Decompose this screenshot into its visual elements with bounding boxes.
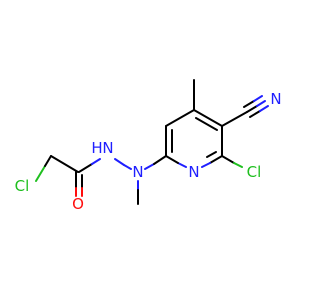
atom-nh-n: N xyxy=(102,139,113,157)
atom-n-ring: N xyxy=(188,163,199,181)
structure-svg: Cl O H N N N Cl N xyxy=(15,79,282,213)
bond-ch2-co xyxy=(50,155,79,173)
atom-labels: Cl O H N N N Cl N xyxy=(15,90,282,213)
bond-nitrile-1b xyxy=(256,100,266,107)
bond-nitrile-3 xyxy=(249,110,261,118)
bond-cl-ch2-b xyxy=(44,155,52,167)
ring-bond-c2-n1-inner xyxy=(206,151,217,158)
bond-c3-cn xyxy=(221,111,248,127)
atom-cl-left: Cl xyxy=(15,177,30,195)
ring-bond-c2-n1-b xyxy=(201,162,211,168)
bond-c2-cl xyxy=(221,155,235,164)
atom-n-methyl: N xyxy=(132,163,143,181)
bond-n-ring xyxy=(144,163,155,170)
bond-nitrile-2b xyxy=(253,95,263,102)
atom-cl-ring: Cl xyxy=(247,163,262,181)
ring-bond-c5-c4 xyxy=(165,109,195,127)
atom-o: O xyxy=(72,195,84,213)
bond-nh-n xyxy=(114,158,125,166)
atom-n-nitrile: N xyxy=(270,90,281,108)
molecule-diagram: Cl O H N N N Cl N xyxy=(15,79,282,213)
bond-c2-cl-b xyxy=(233,162,243,168)
ring-bond-c4-c3 xyxy=(193,109,223,127)
ring-bond-n1-c6 xyxy=(177,162,187,168)
bond-c-nh xyxy=(78,163,93,173)
ring-bond-c2-n1 xyxy=(209,155,223,164)
bond-n-ring-b xyxy=(153,155,167,165)
ring-bond-c4-c3-inner xyxy=(195,117,218,131)
bond-nitrile-1 xyxy=(246,105,258,113)
bond-nitrile-2 xyxy=(243,100,255,108)
bond-cl-ch2 xyxy=(35,165,46,182)
bond-c-nh-b xyxy=(91,158,101,165)
bond-nh-n-b xyxy=(123,164,132,170)
bond-nitrile-3b xyxy=(259,105,269,112)
bonds xyxy=(35,79,269,205)
atom-nh-h: H xyxy=(91,139,102,157)
ring-bond-n1-c6-b xyxy=(165,155,179,164)
